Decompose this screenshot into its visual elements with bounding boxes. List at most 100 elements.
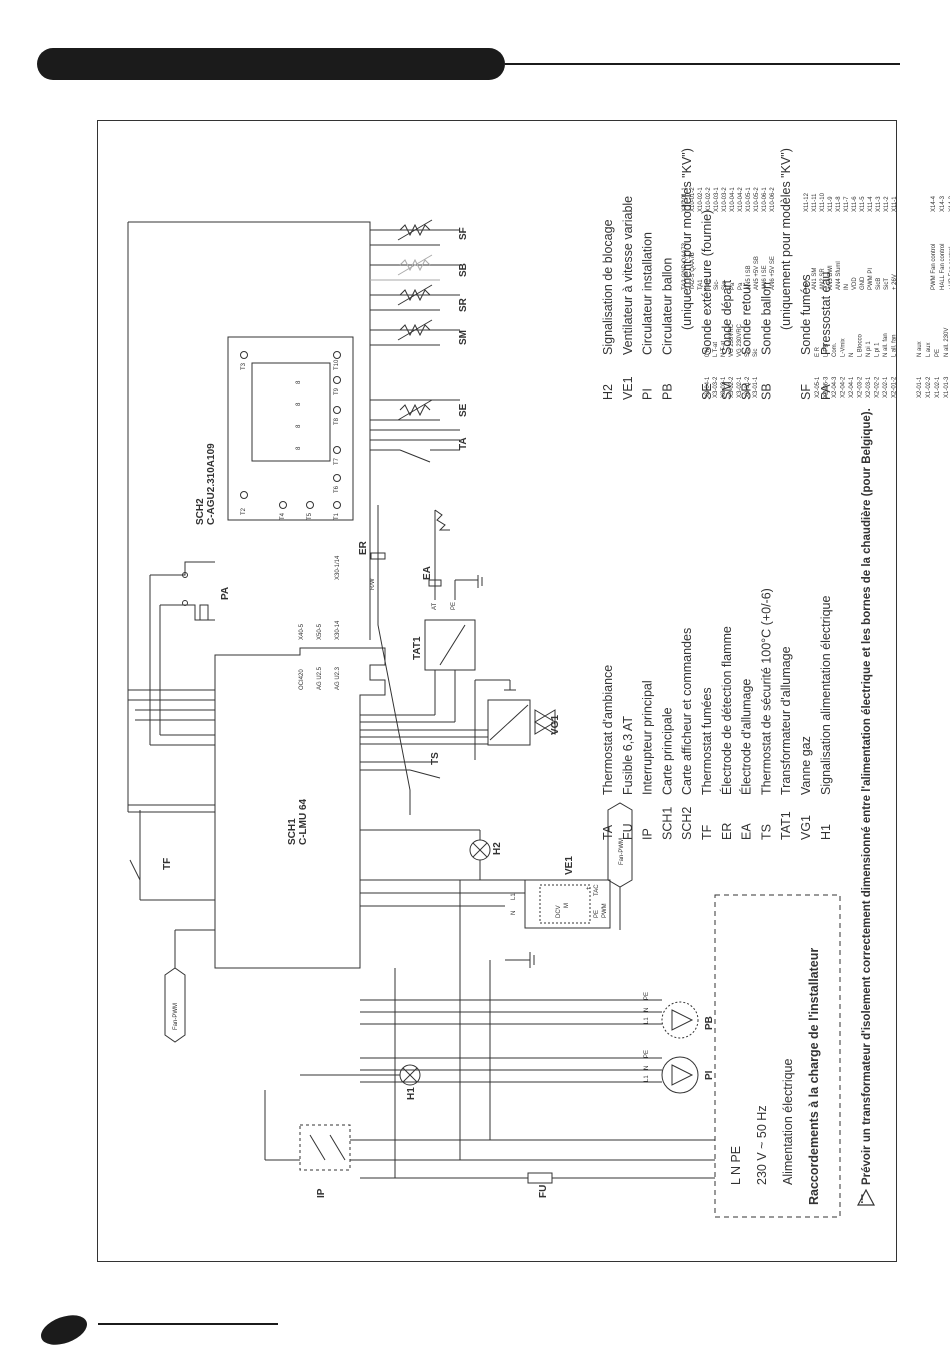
sch1-left-pin-label: AN6 I SE [762,265,768,290]
legend-code: SM [720,381,734,400]
section-header-bar [37,48,505,80]
legend-description: Sonde fumées [799,274,813,355]
sch1-right-pin-code: X1-02-1 [935,376,941,398]
sch1-left-pin-label: TA1 [698,279,704,290]
label-ve1-pin-1: PE [594,910,600,918]
warning-note: Prévoir un transformateur d'isolement co… [861,408,873,1185]
sch1-left-pin-code: X14-4 [931,195,937,212]
sch1-right-pin-label: L pi 1 [875,342,881,357]
sch2-terminal-t3: T3 [241,362,247,370]
sch1-right-pin-label: VG 230VRC [737,323,743,357]
legend-code: ER [720,823,734,840]
sch1-right-pin-label: N [849,353,855,357]
sch1-left-pin-code: X11-7 [844,196,850,212]
label-ve1-pin-2: N [511,911,517,915]
sch1-right-pin-code: X2-03-1 [866,376,872,398]
label-sm: SM [458,330,469,345]
sch2-terminal-t9: T9 [334,387,340,395]
legend-code: FU [621,823,635,840]
sch2-terminal-t5: T5 [307,512,313,520]
legend-description: Signalisation alimentation électrique [819,596,833,795]
sch1-left-pin-code: X11-5 [860,196,866,212]
installer-lnpe: L N PE [729,1146,743,1185]
sch1-left-pin-code: X11-9 [828,196,834,212]
label-vg1: VG1 [550,715,561,735]
sch1-left-pin-code: X14-3 [940,195,946,212]
label-pb-pin-2: PE [644,992,650,1000]
sch1-right-pin-label: L-PB [824,344,830,357]
label-se: SE [458,403,469,417]
sch1-left-pin-label: Sic- [714,280,720,290]
label-pi-pin-0: L1 [644,1075,650,1082]
sch1-right-pin-code: X2-05-1 [815,376,821,398]
legend-code: TF [700,824,714,840]
sch1-left-pin-label: IN [844,284,850,290]
legend-description: Électrode de détection flamme [719,626,734,795]
sch1-top-pin-label: OCI420 [299,669,305,690]
legend-description: Pressostat eau [819,272,833,355]
installer-supply: Alimentation électrique [781,1058,795,1185]
sch1-left-pin-label: AN5 I SB [746,265,752,290]
sch1-left-pin-label: + 26V [892,274,898,290]
sch1-right-pin-code: X1-02-2 [926,376,932,398]
display-digit-1: 8 [296,446,302,450]
sch2-terminal-t10: T10 [334,359,340,370]
sch2-terminal-group: T1 T2 T3 T4 T5 T6 T7 T8 T9 T10 [240,351,341,520]
sch1-left-pin-code: X11-12 [804,192,810,212]
label-fan-pwm-left: Fan-PWM [173,1003,179,1030]
sch1-top-pin-code: X30-1/14 [335,555,341,580]
sch1-right-pin-label: VG 230VRC [729,323,735,357]
legend-code: VG1 [799,815,813,840]
sch1-top-pin-code: X50-5 [317,623,323,640]
sch1-top-pin-code: X40-5 [299,623,305,640]
sch1-right-pin-code: X3-01-2 [745,376,751,398]
sch1-left-pin-label: PWM PI [868,268,874,290]
label-ea: EA [422,566,433,580]
sch1-left-pin-label: SicT [884,278,890,290]
sch1-right-pin-label: Com. [832,342,838,357]
sch1-left-pin-code: X10-01-1 [682,187,688,212]
sch1-left-pin-code: X11-4 [868,196,874,212]
label-h1: H1 [406,1087,417,1100]
sch1-left-pin-label: TA2-S QAA73 [690,252,696,290]
sch1-right-pin-label: N T-at [721,340,727,357]
legend-description: Fusible 6,3 AT [621,716,635,795]
sch1-right-pin-label: N all. fan [883,333,889,357]
legend-code: PB [660,383,674,400]
sch1-left-pin-label: AN4 Sfuml [836,261,842,290]
label-er: ER [358,540,369,555]
legend-code: H1 [819,824,833,840]
sch1-left-pin-label: AN6 +5V SE [770,256,776,290]
sch1-top-pin-code: X30-14 [335,620,341,640]
footer-rule [98,1323,278,1325]
label-pb-pin-0: L1 [644,1017,650,1024]
legend-description: Ventilateur à vitesse variable [621,196,635,355]
sch1-top-pin-label: AG U2.5 [317,666,323,690]
sch1-left-pin-label: GND [860,276,866,290]
legend-code: IP [641,828,655,840]
sch2-terminal-t7: T7 [334,457,340,465]
sch1-right-pin-code: X3-03-2 [713,376,719,398]
legend-code: SE [700,383,714,400]
legend-description: Interrupteur principal [641,680,655,795]
header-rule [505,63,900,65]
label-fan-pwm-right: Fan-PWM [619,838,625,865]
legend-description: Thermostat d'ambiance [601,665,615,795]
sch1-left-pin-code: X10-01-2 [690,187,696,212]
sch1-left-pin-code: X11-2 [884,196,890,212]
warning-icon: ! [860,1194,864,1206]
sch1-right-pin-label: Sic [745,349,751,357]
label-ve1-block-0: DCV [556,905,562,918]
sch1-left-pin-code: X10-03-1 [714,187,720,212]
display-digit-3: 8 [296,402,302,406]
sch1-right-pin-code: X2-01-2 [892,376,898,398]
label-ve1: VE1 [564,856,575,875]
legend-description: Électrode d'allumage [739,679,754,795]
legend-description: Sonde retour [740,283,754,355]
sch1-left-pin-code: X10-02-1 [698,187,704,212]
sch1-right-pin-code: X2-04-2 [841,376,847,398]
legend-code: SR [740,383,754,400]
